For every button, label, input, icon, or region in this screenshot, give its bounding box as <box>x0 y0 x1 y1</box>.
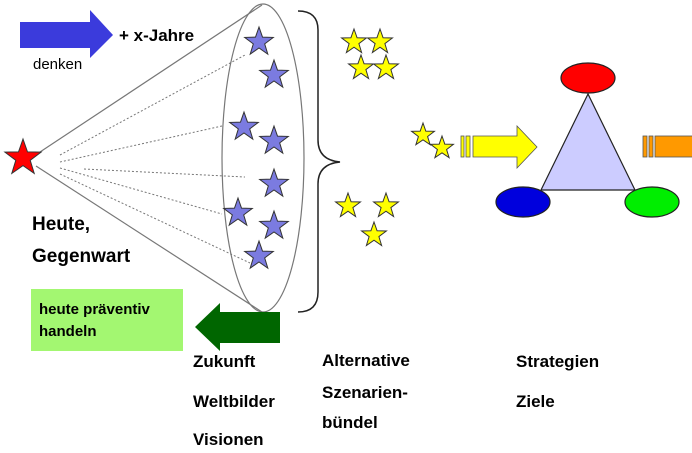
scenario-star-icon <box>340 27 368 54</box>
future-star-icon <box>258 167 290 198</box>
projection-ray <box>83 168 246 178</box>
future-star-icon <box>258 124 290 155</box>
input-arrow <box>460 125 538 169</box>
scenarios-label-line3: bündel <box>322 413 378 432</box>
cone-edge-top <box>39 4 263 153</box>
selected-scenario-star-icon <box>429 134 455 159</box>
goal-ellipse-red <box>560 62 616 94</box>
time-offset-label: + x-Jahre <box>119 26 195 45</box>
stars-layer <box>3 25 455 270</box>
projection-ray <box>59 125 223 163</box>
projection-ray <box>59 173 251 264</box>
strategies-label: Strategien <box>516 352 600 371</box>
future-star-icon <box>228 110 260 141</box>
future-star-icon <box>258 58 290 89</box>
act-now-line2: handeln <box>39 323 97 340</box>
cone-edge-bottom <box>35 165 263 313</box>
scenario-star-icon <box>347 53 375 80</box>
scenarios-label-line2: Szenarien- <box>322 383 408 402</box>
projection-ray <box>59 167 223 215</box>
future-star-icon <box>258 209 290 240</box>
input-arrow-stripe <box>460 135 465 158</box>
projection-ray <box>59 54 246 156</box>
visions-label: Visionen <box>193 430 264 449</box>
future-star-icon <box>243 25 275 56</box>
output-arrow <box>642 135 692 158</box>
scenario-star-icon <box>366 27 394 54</box>
output-arrow-body <box>654 135 692 158</box>
scenario-star-icon <box>334 191 362 218</box>
scenario-star-icon <box>360 220 388 247</box>
act-back-arrow <box>195 303 280 351</box>
future-star-icon <box>222 196 254 227</box>
scenario-star-icon <box>372 53 400 80</box>
projection-rays <box>59 54 251 264</box>
think-forward-arrow <box>20 10 113 58</box>
selected-scenario-star-icon <box>410 121 436 146</box>
present-label-line2: Gegenwart <box>32 246 131 267</box>
goals-label: Ziele <box>516 392 555 411</box>
worldviews-label: Weltbilder <box>193 392 275 411</box>
present-star-icon <box>3 137 43 175</box>
goal-ellipse-green <box>624 186 680 218</box>
scenarios-label-line1: Alternative <box>322 351 410 370</box>
strategy-triangle <box>540 92 636 191</box>
scenario-brace <box>297 10 341 313</box>
future-star-icon <box>243 239 275 270</box>
output-arrow-stripe <box>642 135 648 158</box>
input-arrow-stripe <box>465 135 471 158</box>
act-now-line1: heute präventiv <box>39 301 150 318</box>
present-label-line1: Heute, <box>32 214 91 235</box>
act-now-box: heute präventiv handeln <box>31 289 183 351</box>
future-label: Zukunft <box>193 352 256 371</box>
think-label: denken <box>33 56 83 73</box>
scenario-star-icon <box>372 191 400 218</box>
output-arrow-stripe <box>648 135 654 158</box>
goal-ellipse-blue <box>495 186 551 218</box>
input-arrow-body <box>472 125 538 169</box>
